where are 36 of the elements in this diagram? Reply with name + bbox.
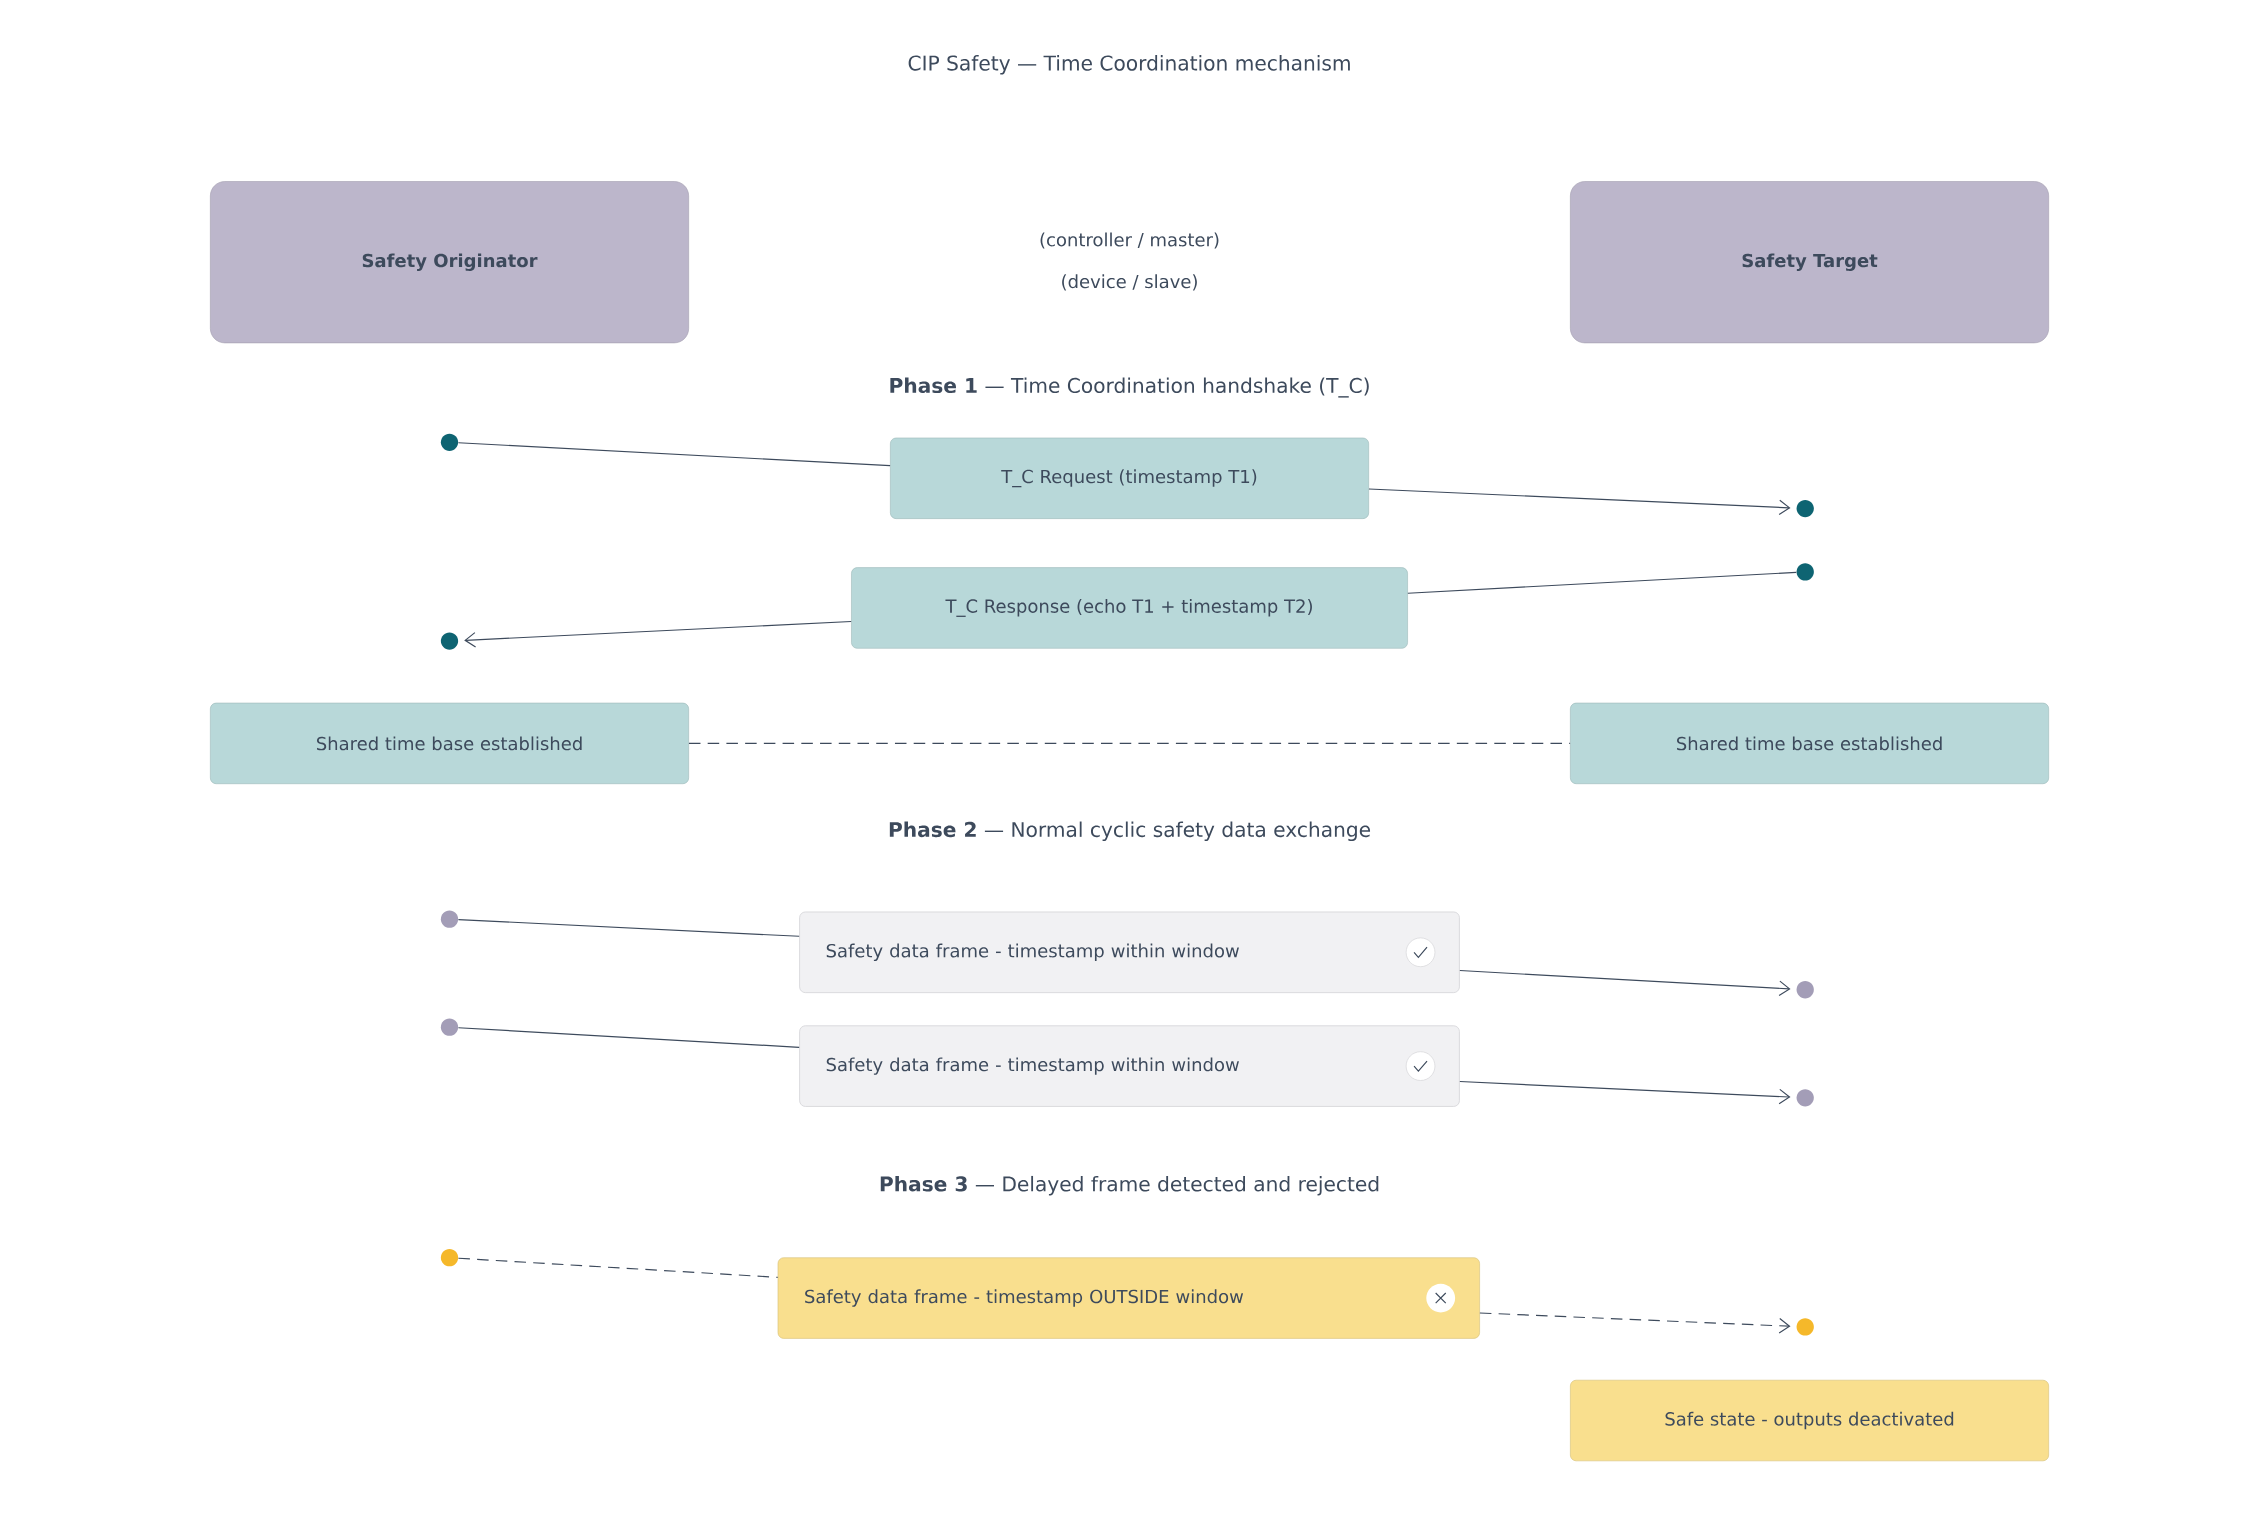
connector-line xyxy=(457,919,800,937)
status-box: Shared time base established xyxy=(1570,702,2049,784)
frame-box: Safety data frame - timestamp OUTSIDE window xyxy=(777,1257,1480,1339)
phase-heading: Phase 3 — Delayed frame detected and rejected xyxy=(880,1175,1379,1196)
message-box: T_C Request (timestamp T1) xyxy=(890,437,1369,519)
role-box: Safety Target xyxy=(1570,181,2049,344)
arrow xyxy=(464,620,852,648)
arrow xyxy=(1459,969,1791,997)
role-box: Safety Originator xyxy=(210,181,689,344)
message-box: T_C Response (echo T1 + timestamp T2) xyxy=(851,567,1408,649)
lifeline-dot xyxy=(440,433,459,451)
phase-heading: Phase 1 — Time Coordination handshake (T_C) xyxy=(890,377,1369,398)
status-box: Safe state - outputs deactivated xyxy=(1570,1379,2049,1462)
lifeline-dot xyxy=(440,1018,459,1036)
lifeline-dot xyxy=(1796,981,1814,999)
arrow xyxy=(1479,1312,1791,1334)
dashed-line xyxy=(457,1257,779,1278)
arrow xyxy=(1459,1080,1791,1105)
connector-line xyxy=(1407,571,1797,594)
connector-line xyxy=(457,442,891,467)
frame-box: Safety data frame - timestamp within window xyxy=(799,1025,1460,1107)
status-box: Shared time base established xyxy=(210,702,689,784)
lifeline-dot xyxy=(1796,499,1814,518)
lifeline-dot xyxy=(1796,563,1814,581)
connector-line xyxy=(457,1027,800,1048)
lifeline-dot xyxy=(1796,1089,1814,1107)
lifeline-dot xyxy=(440,1249,459,1267)
role-note: (controller / master) xyxy=(1040,232,1219,249)
role-note: (device / slave) xyxy=(1062,274,1197,291)
phase-heading: Phase 2 — Normal cyclic safety data exchange xyxy=(889,821,1371,841)
title: CIP Safety — Time Coordination mechanism xyxy=(908,55,1350,75)
arrow xyxy=(1368,488,1791,516)
lifeline-dot xyxy=(440,632,459,650)
lifeline-dot xyxy=(440,910,459,928)
frame-box: Safety data frame - timestamp within window xyxy=(799,911,1460,994)
lifeline-dot xyxy=(1796,1318,1814,1336)
